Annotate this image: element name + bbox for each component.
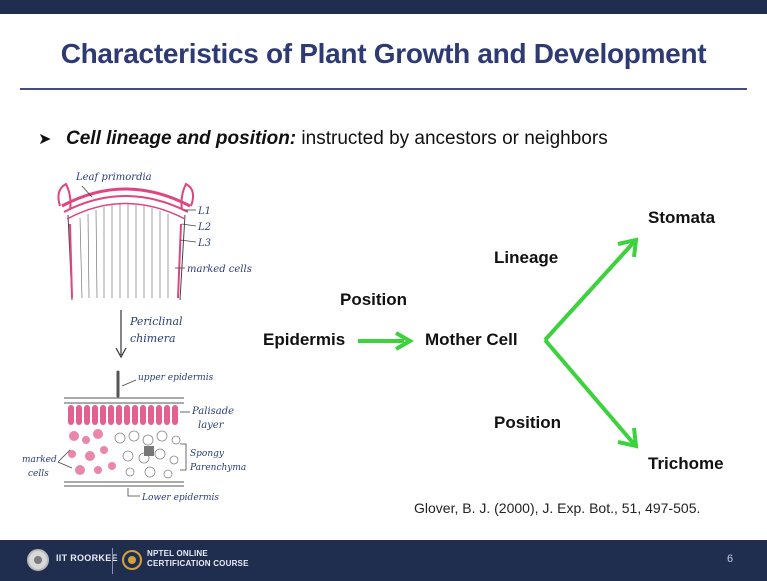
footer-bar [0, 540, 767, 581]
label-upper-epidermis: upper epidermis [138, 373, 214, 383]
meristem-sketch: Leaf primordia L1 L2 L3 marked cells [57, 172, 252, 301]
iit-logo-icon [27, 549, 49, 571]
plant-sketch-figure: Leaf primordia L1 L2 L3 marked cells Per… [22, 172, 639, 503]
node-epidermis: Epidermis [263, 330, 346, 349]
footer-course-line2: CERTIFICATION COURSE [147, 559, 249, 568]
page-number: 6 [727, 553, 734, 565]
nptel-logo-icon [122, 550, 142, 570]
label-lineage: Lineage [494, 248, 559, 267]
label-cells: cells [28, 469, 49, 479]
bullet-bold-label: Cell lineage and position: [66, 128, 297, 149]
label-l3: L3 [197, 238, 211, 249]
label-spongy: Spongy [190, 449, 225, 459]
citation: Glover, B. J. (2000), J. Exp. Bot., 51, … [414, 500, 701, 516]
bullet-point: ➤ Cell lineage and position: instructed b… [38, 128, 608, 150]
bullet-text: instructed by ancestors or neighbors [296, 128, 608, 149]
down-arrow-icon: Periclinal chimera [115, 310, 183, 359]
label-position-top: Position [340, 290, 408, 309]
label-l1: L1 [197, 206, 211, 217]
flow-arrows [358, 237, 639, 449]
node-mother-cell: Mother Cell [425, 330, 518, 349]
label-layer: layer [198, 420, 225, 431]
label-position-bottom: Position [494, 413, 562, 432]
node-trichome: Trichome [648, 454, 724, 473]
label-chimera: chimera [130, 332, 176, 345]
label-l2: L2 [197, 222, 211, 233]
slide-title: Characteristics of Plant Growth and Deve… [60, 38, 707, 69]
label-leaf: Leaf primordia [75, 172, 152, 183]
footer-divider [112, 548, 113, 574]
footer-course: NPTEL ONLINE CERTIFICATION COURSE [147, 549, 249, 569]
label-palisade: Palisade [191, 406, 234, 417]
label-marked-cells: marked cells [187, 264, 252, 275]
top-bar [0, 0, 767, 14]
node-stomata: Stomata [648, 208, 716, 227]
footer-org: IIT ROORKEE [56, 553, 118, 563]
label-lower-epidermis: Lower epidermis [141, 493, 219, 503]
label-parenchyma: Parenchyma [189, 463, 246, 473]
leaf-section-sketch: upper epidermis Palisade layer Spongy Pa… [22, 370, 246, 503]
label-periclinal: Periclinal [129, 315, 183, 328]
arrow-bullet-icon: ➤ [38, 131, 52, 148]
footer-course-line1: NPTEL ONLINE [147, 549, 208, 558]
label-marked: marked [22, 455, 57, 465]
title-divider [20, 88, 747, 90]
